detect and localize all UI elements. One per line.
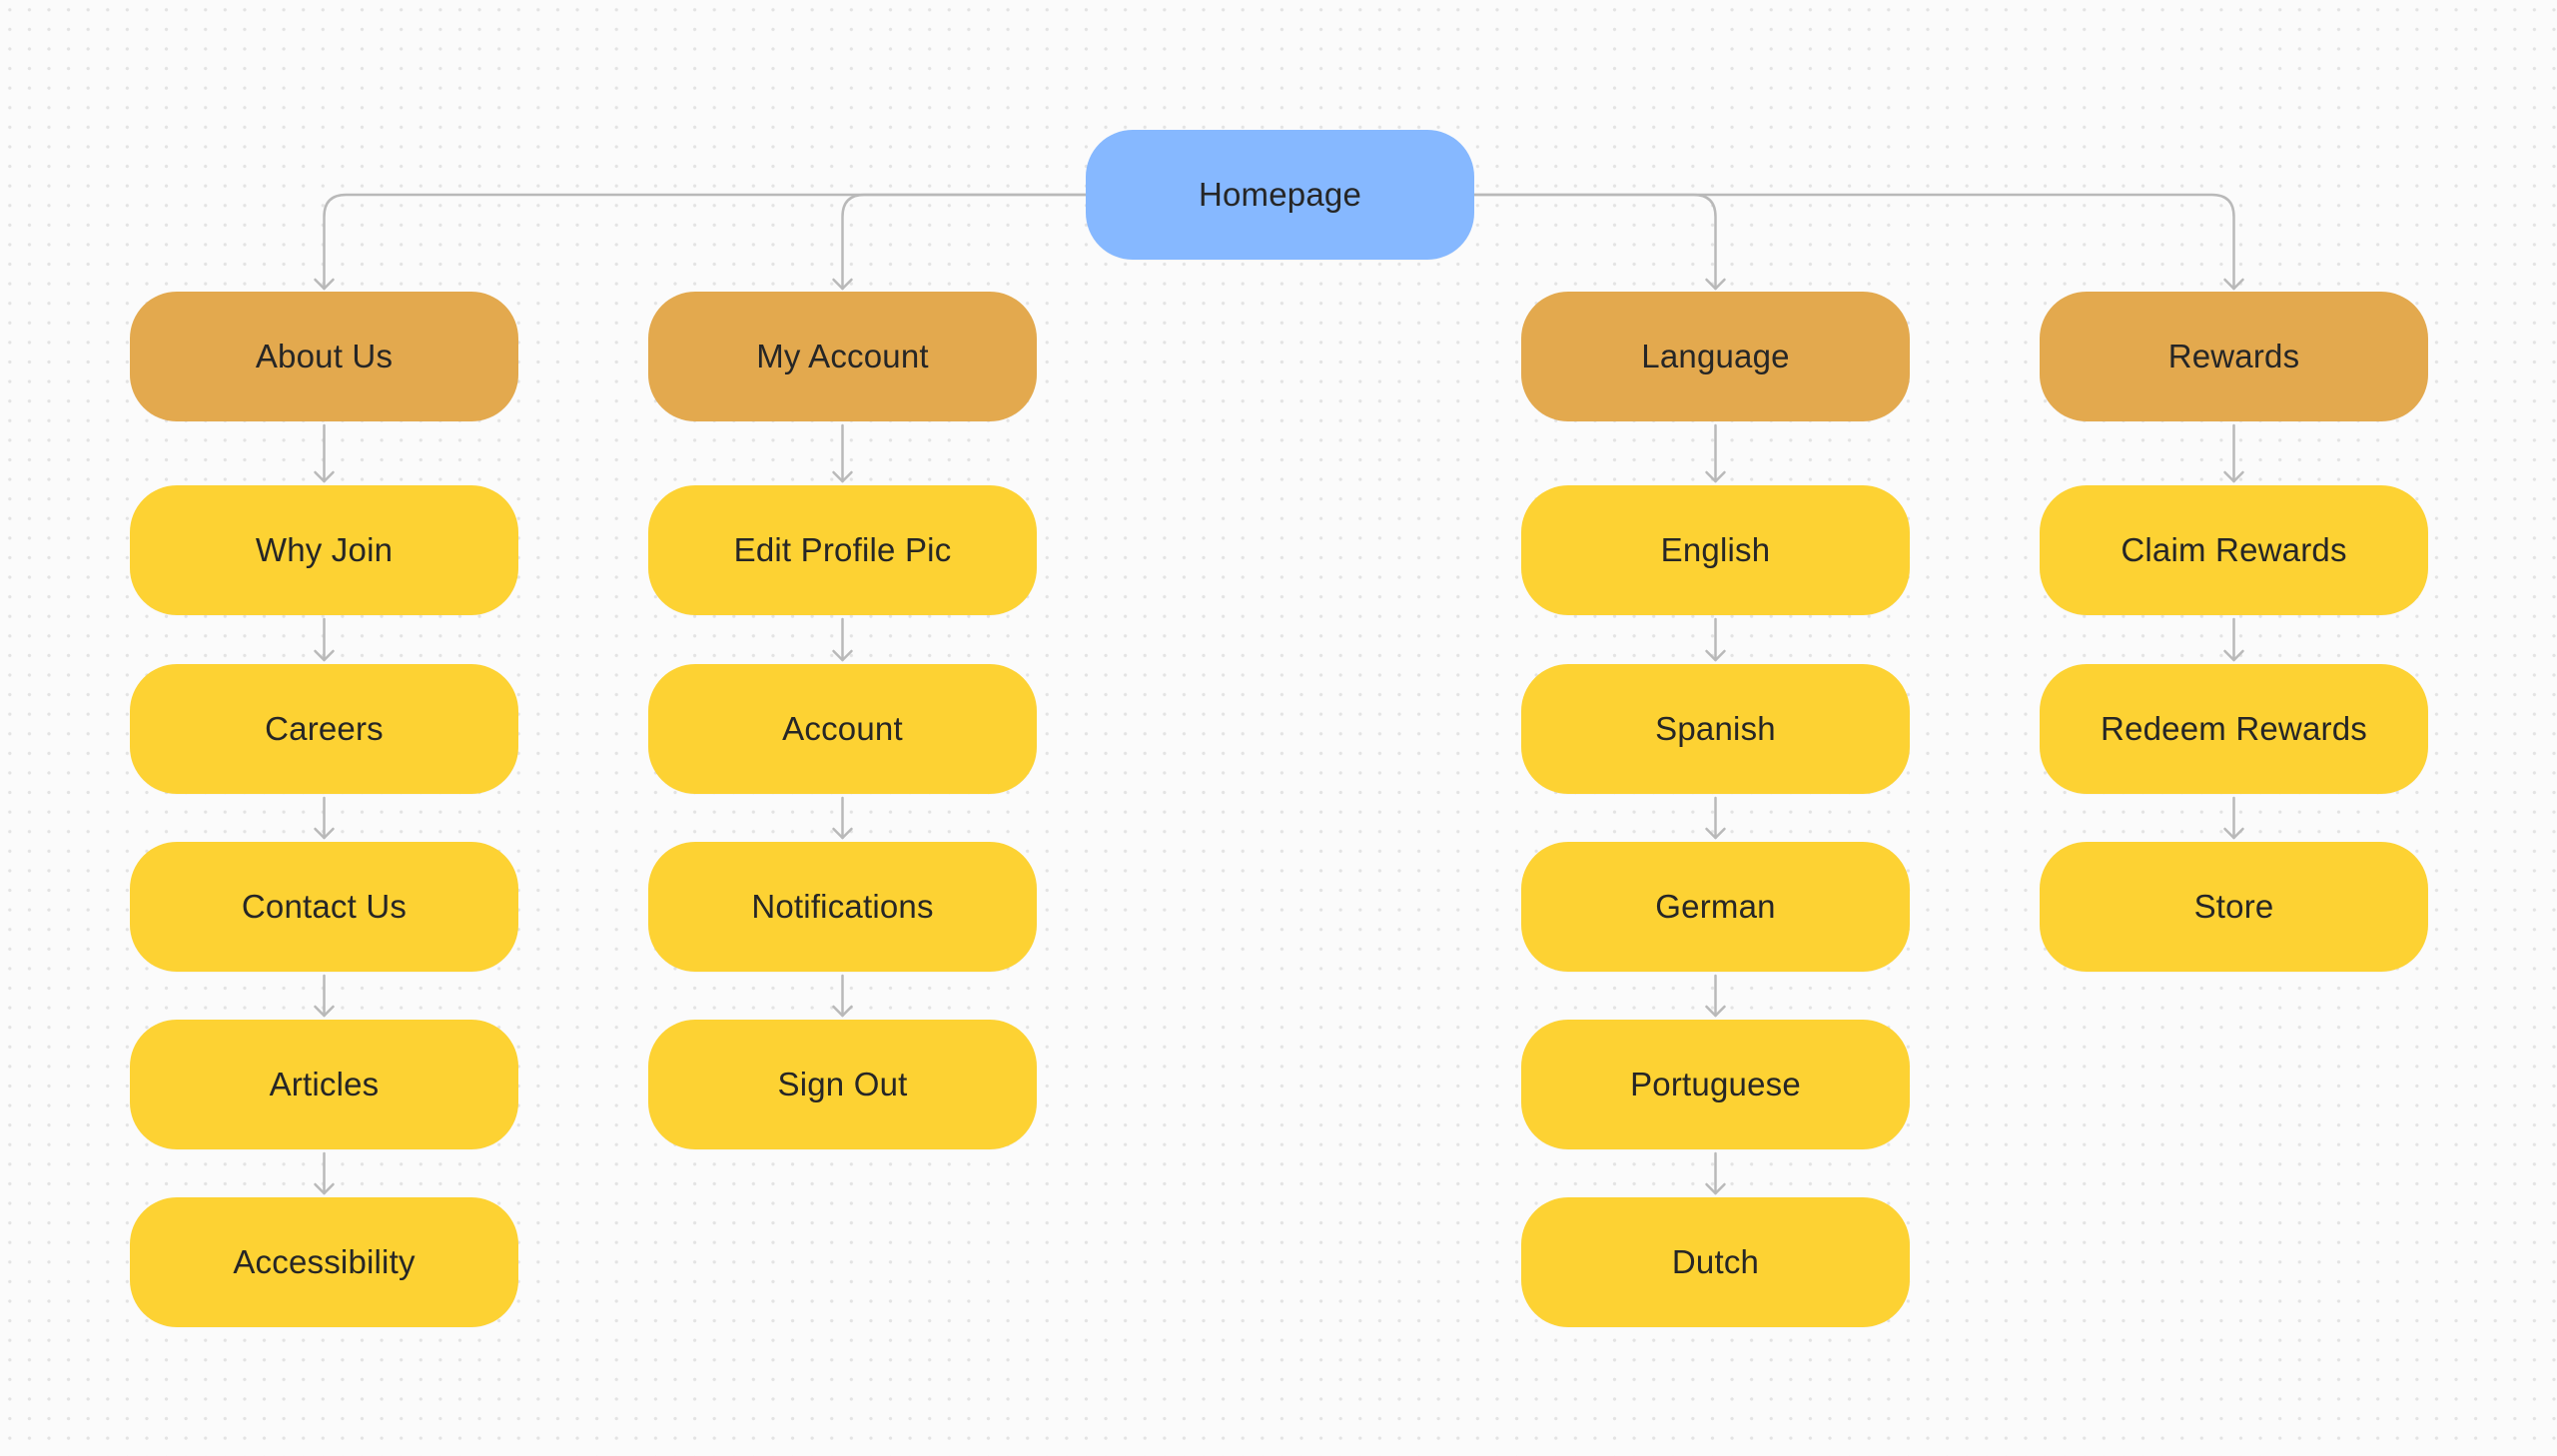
arrowhead-icon [2223,278,2244,291]
node-spanish[interactable]: Spanish [1521,664,1910,794]
node-notifications[interactable]: Notifications [648,842,1037,972]
node-articles[interactable]: Articles [130,1020,518,1149]
arrowhead-icon [314,1005,335,1018]
node-english[interactable]: English [1521,485,1910,615]
arrowhead-icon [832,827,853,840]
node-language[interactable]: Language [1521,292,1910,421]
node-accessibility[interactable]: Accessibility [130,1197,518,1327]
arrowhead-icon [1705,649,1726,662]
arrowhead-icon [832,278,853,291]
node-label: German [1655,888,1776,925]
node-german[interactable]: German [1521,842,1910,972]
node-my-account[interactable]: My Account [648,292,1037,421]
node-rewards[interactable]: Rewards [2040,292,2428,421]
node-edit-profile-pic[interactable]: Edit Profile Pic [648,485,1037,615]
node-label: English [1660,531,1771,568]
node-label: Why Join [255,531,394,568]
arrowhead-icon [832,470,853,483]
arrowhead-icon [314,470,335,483]
node-label: Spanish [1655,710,1776,747]
node-about-us[interactable]: About Us [130,292,518,421]
arrowhead-icon [314,649,335,662]
node-homepage[interactable]: Homepage [1086,130,1474,260]
node-contact-us[interactable]: Contact Us [130,842,518,972]
node-label: Dutch [1671,1243,1760,1280]
node-label: Contact Us [241,888,408,925]
arrowhead-icon [2223,827,2244,840]
node-label: Articles [269,1066,380,1102]
arrowhead-icon [314,278,335,291]
node-label: Redeem Rewards [2101,710,2367,747]
node-label: Store [2193,888,2274,925]
node-label: Accessibility [233,1243,416,1280]
node-label: Careers [265,710,384,747]
node-label: Portuguese [1630,1066,1801,1102]
node-label: Rewards [2167,338,2300,374]
arrowhead-icon [1705,1182,1726,1195]
node-label: Edit Profile Pic [733,531,952,568]
arrowhead-icon [1705,827,1726,840]
node-claim-rewards[interactable]: Claim Rewards [2040,485,2428,615]
arrowhead-icon [1705,1005,1726,1018]
node-store[interactable]: Store [2040,842,2428,972]
node-label: Sign Out [777,1066,908,1102]
arrowhead-icon [314,827,335,840]
node-label: Language [1641,338,1790,374]
arrowhead-icon [1705,470,1726,483]
node-label: Claim Rewards [2121,531,2347,568]
connector-root-2 [1472,193,1717,291]
node-account[interactable]: Account [648,664,1037,794]
arrowhead-icon [2223,470,2244,483]
node-label: Homepage [1198,176,1362,213]
node-label: Notifications [751,888,934,925]
node-redeem-rewards[interactable]: Redeem Rewards [2040,664,2428,794]
node-label: My Account [756,338,929,374]
node-label: About Us [255,338,394,374]
node-sign-out[interactable]: Sign Out [648,1020,1037,1149]
arrowhead-icon [832,649,853,662]
arrowhead-icon [1705,278,1726,291]
node-label: Account [782,710,903,747]
arrowhead-icon [2223,649,2244,662]
connector-root-1 [841,193,1088,291]
node-careers[interactable]: Careers [130,664,518,794]
node-dutch[interactable]: Dutch [1521,1197,1910,1327]
node-portuguese[interactable]: Portuguese [1521,1020,1910,1149]
arrowhead-icon [314,1182,335,1195]
connector-root-0 [323,193,1088,291]
arrowhead-icon [832,1005,853,1018]
connector-root-3 [1472,193,2235,291]
node-why-join[interactable]: Why Join [130,485,518,615]
